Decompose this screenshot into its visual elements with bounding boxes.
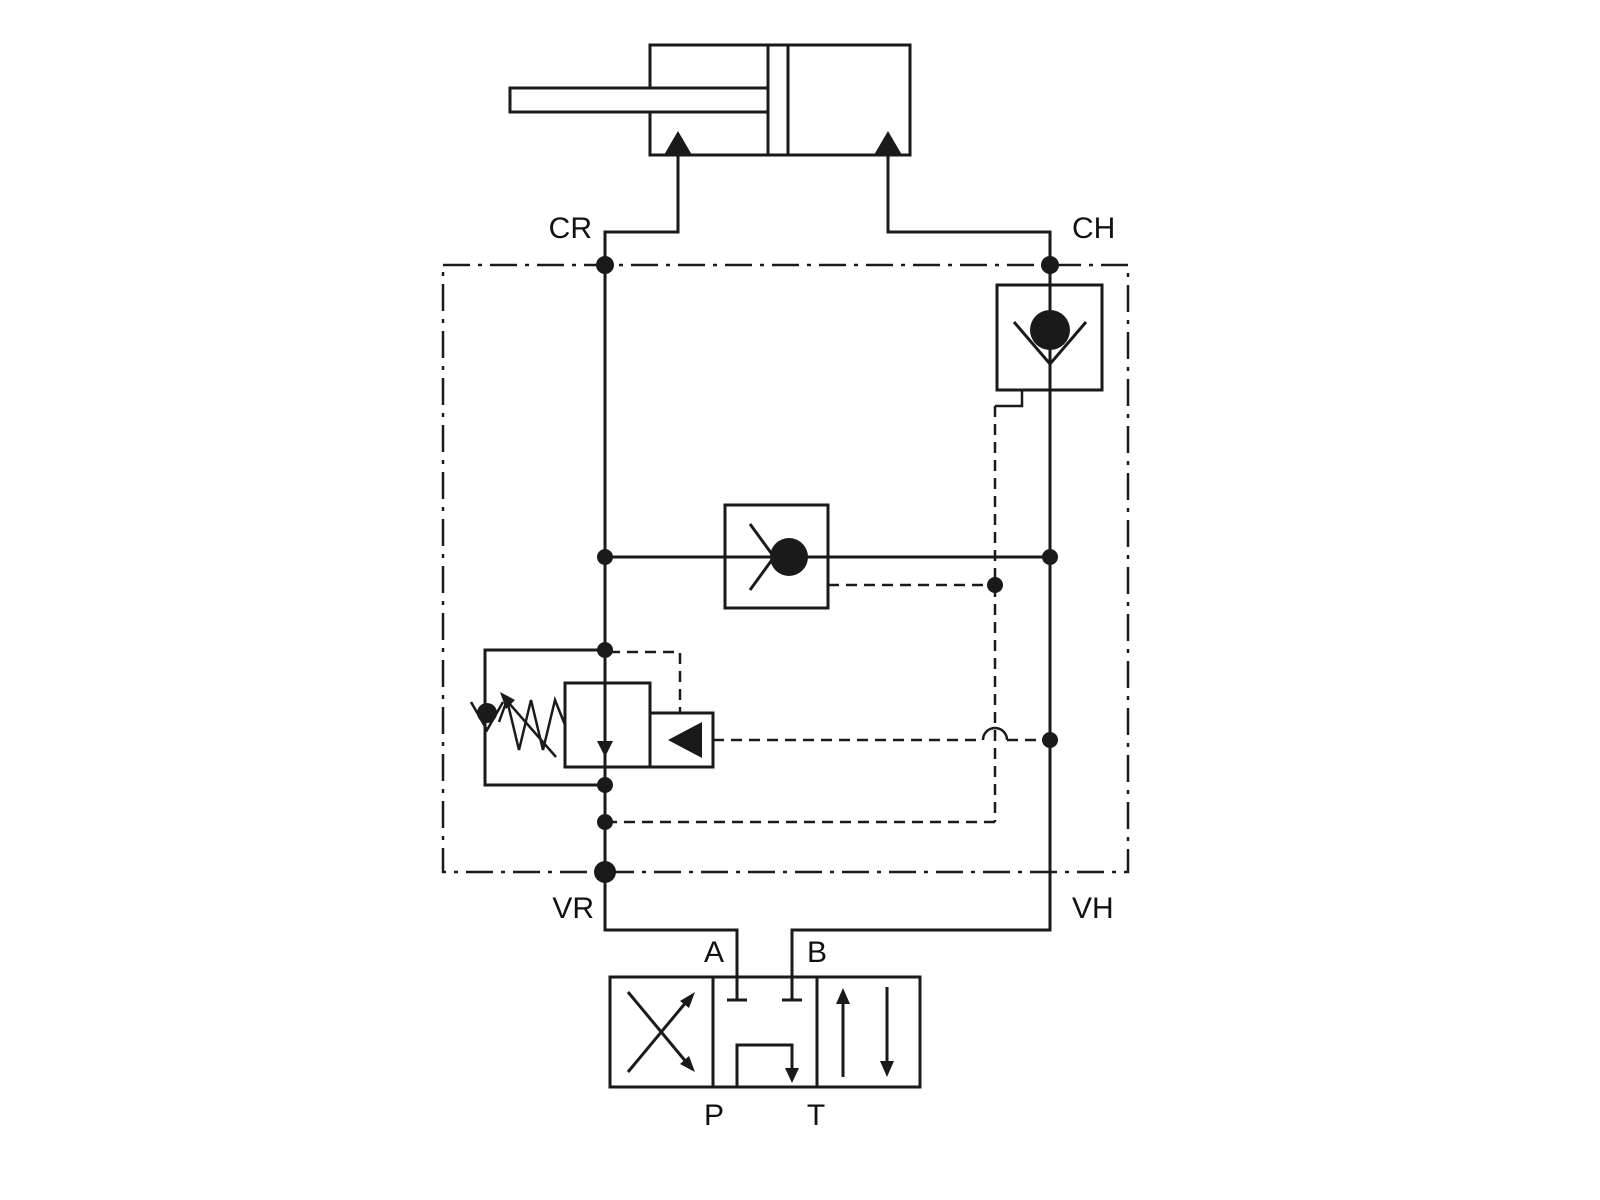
line-pilot-check-tap — [995, 390, 1024, 408]
node-pilot-right — [1042, 732, 1058, 748]
cylinder-port-arrow-right — [874, 131, 902, 155]
check-ball — [1030, 310, 1070, 350]
node-pilot-tap — [597, 814, 613, 830]
tandem-p-to-t-path — [735, 1043, 794, 1087]
crossed-path-2 — [626, 991, 689, 1064]
label-vh: VH — [1072, 892, 1114, 925]
parallel-arrowhead-up — [836, 988, 850, 1004]
node-ch — [1041, 256, 1059, 274]
counterbalance-valve — [469, 692, 702, 758]
cylinder-piston — [766, 43, 790, 157]
directional-control-valve — [608, 975, 922, 1089]
cylinder-rod — [508, 86, 770, 114]
node-vr — [594, 861, 616, 883]
check-ball — [770, 538, 808, 576]
spring-adjustment-arrow — [507, 701, 557, 758]
label-cr: CR — [549, 212, 592, 245]
relief-spring — [497, 695, 567, 751]
label-ch: CH — [1072, 212, 1115, 245]
valve-block-boundary — [441, 263, 1130, 874]
pilot-line-internal-drain — [609, 650, 682, 713]
port-labels: CR CH VR VH A B P T — [549, 212, 1116, 1132]
label-port-t: T — [807, 1099, 825, 1132]
parallel-arrowhead-down — [880, 1061, 894, 1077]
check-seat — [1012, 321, 1088, 367]
line-cr-to-port-a — [603, 265, 739, 977]
line-cylinder-to-ch — [886, 155, 1052, 265]
relief-flow-arrowhead — [597, 741, 613, 757]
line-cylinder-to-cr — [603, 155, 680, 265]
label-port-b: B — [807, 936, 827, 969]
node-cr — [596, 256, 614, 274]
main-lines — [483, 155, 1052, 977]
pilot-piston-arrow — [668, 722, 702, 758]
crossed-arrowhead-2 — [680, 1056, 695, 1072]
counterbalance-valve-body — [563, 681, 652, 769]
pilot-lines — [605, 406, 1050, 824]
tandem-flow-arrowhead — [785, 1068, 799, 1083]
node-check-left — [597, 549, 613, 565]
label-port-a: A — [704, 936, 724, 969]
label-vr: VR — [552, 892, 594, 925]
check-valve — [748, 523, 808, 591]
node-bypass-bottom — [597, 777, 613, 793]
bypass-check-seat — [469, 701, 505, 733]
spool-center-section — [711, 975, 819, 1089]
spool-parallel-section — [815, 975, 922, 1089]
pilot-operated-check-valve — [1012, 310, 1088, 367]
bypass-check-ball — [477, 703, 497, 723]
node-bypass-top — [597, 642, 613, 658]
node-pilot-branch — [987, 577, 1003, 593]
junction-nodes — [594, 256, 1059, 883]
hydraulic-cylinder — [508, 43, 912, 157]
cylinder-port-arrow-left — [664, 131, 692, 155]
node-check-right — [1042, 549, 1058, 565]
spring-adjustment-arrowhead — [500, 692, 515, 709]
label-port-p: P — [704, 1099, 724, 1132]
crossed-arrowhead-1 — [680, 992, 695, 1008]
line-ch-to-port-b — [790, 265, 1052, 977]
crossed-path-1 — [626, 1000, 689, 1073]
pilot-line-crossover-bridge — [981, 726, 1009, 741]
